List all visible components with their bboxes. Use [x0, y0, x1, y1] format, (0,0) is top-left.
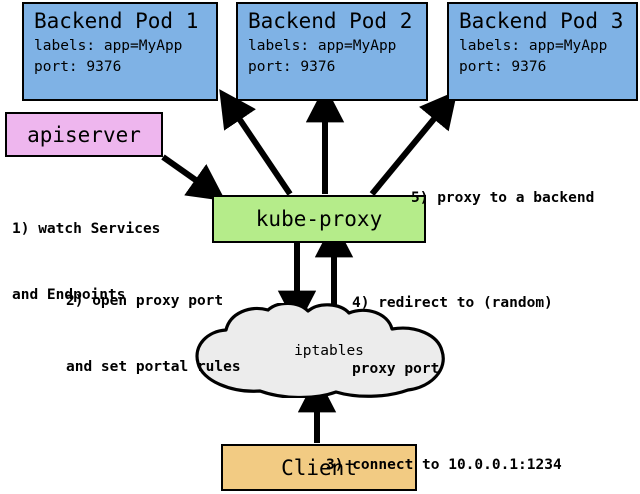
- arrow-kubeproxy-to-pod3: [369, 90, 458, 196]
- cloud-shape: [195, 301, 445, 400]
- pod-1-title: Backend Pod 1: [34, 9, 199, 33]
- annotation-step-1-line-1: 1) watch Services: [12, 221, 161, 237]
- annotation-step-2-line-1: 2) open proxy port: [66, 293, 224, 309]
- kube-proxy-node[interactable]: kube-proxy: [212, 195, 426, 243]
- apiserver-label: apiserver: [27, 122, 141, 147]
- pod-3-title: Backend Pod 3: [459, 9, 624, 33]
- iptables-label: iptables: [294, 343, 364, 359]
- pod-2-port: port: 9376: [248, 59, 336, 75]
- annotation-step-3: 3) connect to 10.0.0.1:1234: [326, 410, 562, 494]
- annotation-step-2-line-2: and set portal rules: [66, 359, 241, 375]
- annotation-step-1: 1) watch Services and Endpoints: [12, 174, 160, 350]
- backend-pod-2[interactable]: Backend Pod 2 labels: app=MyApp port: 93…: [236, 2, 428, 101]
- annotation-step-4: 4) redirect to (random) proxy port: [352, 248, 553, 424]
- client-node[interactable]: Client: [221, 444, 417, 491]
- arrow-kubeproxy-to-pod1: [219, 89, 293, 196]
- backend-pod-1[interactable]: Backend Pod 1 labels: app=MyApp port: 93…: [22, 2, 218, 101]
- kube-proxy-label: kube-proxy: [255, 207, 383, 231]
- backend-pod-3[interactable]: Backend Pod 3 labels: app=MyApp port: 93…: [447, 2, 638, 101]
- annotation-step-4-line-1: 4) redirect to (random): [352, 295, 553, 311]
- iptables-cloud[interactable]: iptables: [186, 301, 472, 400]
- pod-3-port: port: 9376: [459, 59, 547, 75]
- pod-2-title: Backend Pod 2: [248, 9, 413, 33]
- annotation-step-4-line-2: proxy port: [352, 361, 440, 377]
- annotation-step-1-line-2: and Endpoints: [12, 287, 126, 303]
- annotation-step-3-line-1: 3) connect to 10.0.0.1:1234: [326, 457, 562, 473]
- annotation-step-5: 5) proxy to a backend: [411, 143, 594, 253]
- pod-1-labels: labels: app=MyApp: [34, 38, 183, 54]
- client-label: Client: [281, 455, 357, 480]
- pod-3-labels: labels: app=MyApp: [459, 38, 608, 54]
- pod-1-port: port: 9376: [34, 59, 122, 75]
- annotation-step-2: 2) open proxy port and set portal rules: [66, 246, 241, 422]
- arrow-apiserver-to-kubeproxy: [161, 154, 226, 202]
- annotation-step-5-line-1: 5) proxy to a backend: [411, 190, 595, 206]
- apiserver-node[interactable]: apiserver: [5, 112, 163, 157]
- pod-2-labels: labels: app=MyApp: [248, 38, 397, 54]
